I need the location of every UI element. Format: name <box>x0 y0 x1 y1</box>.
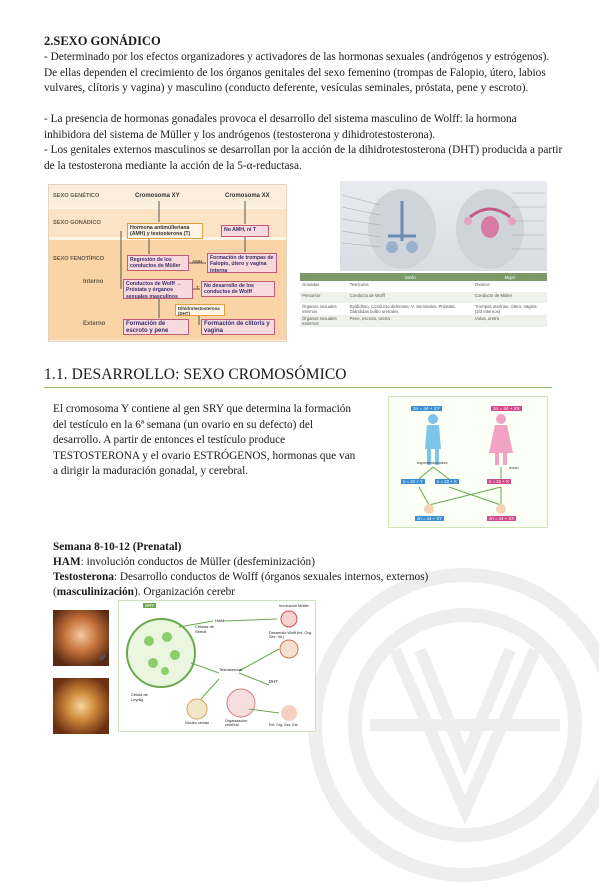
table-row: Órganos sexuales externos Pene, escroto,… <box>300 315 547 327</box>
label-leydig: Célula de Leydig <box>131 692 148 702</box>
label-nucleo-celular: Núcleo celular <box>185 721 210 725</box>
label-sexo-genetico: SEXO GENÉTICO <box>53 193 100 199</box>
table-header: Mujer <box>472 273 547 281</box>
box-no-amh: No AMH, ni T <box>221 225 269 237</box>
table-header: Varón <box>347 273 473 281</box>
embryo-photo-second <box>53 678 109 734</box>
table-cell: Órganos sexuales externos <box>300 315 348 327</box>
section-title-sexo-cromosomico: 1.1. DESARROLLO: SEXO CROMOSÓMICO <box>44 366 347 383</box>
label-gamete-x-female: n = 22 + X <box>487 479 511 484</box>
table-row: Precursor Conducto de Wolff Conducto de … <box>300 292 547 303</box>
comparison-table: Varón Mujer Gónadas Testículos Ovarios P… <box>300 273 547 327</box>
paragraph-dht: - Los genitales externos masculinos se d… <box>44 144 563 172</box>
table-cell: Conducto de Müller <box>472 292 547 303</box>
label-cromosoma-xx: Cromosoma XX <box>225 193 270 199</box>
male-symbol-icon: ♂ <box>98 651 107 665</box>
label-testosterona: Testosterona <box>219 667 242 672</box>
label-dht: DHT <box>269 679 279 684</box>
sex-determination-diagram: SEXO GENÉTICO SEXO GONÁDICO SEXO FENOTÍP… <box>48 184 287 342</box>
box-formacion-trompas: Formación de trompas de Falopio, útero y… <box>207 253 277 274</box>
semana-ham-line: HAM: involución conductos de Müller (des… <box>53 555 315 570</box>
label-espermatozoides: espermatozoides <box>417 460 448 465</box>
section-title-sexo-gonadico: 2.SEXO GONÁDICO <box>44 34 161 48</box>
table-header <box>300 273 348 281</box>
anatomy-comparison-figure: Varón Mujer Gónadas Testículos Ovarios P… <box>300 181 547 343</box>
hormonal-pathway-diagram: SRY Células de Sertoli HAM Involución Mü… <box>118 600 316 732</box>
pathway-drawing <box>126 610 299 721</box>
table-cell: Conducto de Wolff <box>347 292 473 303</box>
testosterona-text: : Desarrollo conductos de Wolff (órganos… <box>113 571 429 583</box>
label-gamete-y: n = 22 + Y <box>401 479 425 484</box>
label-sexo-fenotipico: SEXO FENOTÍPICO <box>53 256 105 262</box>
box-conductos-wolff: Conductos de Wolff → Próstata y órganos … <box>123 279 193 300</box>
label-male-chromosomes: 2n = 44 + XY <box>411 406 442 411</box>
table-cell: Precursor <box>300 292 348 303</box>
table-cell: Vulva, uretra <box>472 315 547 327</box>
section-divider <box>44 387 552 388</box>
table-cell: Epidídimo, Conducto deferente, V. Semina… <box>349 304 456 314</box>
label-t: T <box>196 285 199 290</box>
label-sexo-gonadico: SEXO GONÁDICO <box>53 220 101 226</box>
label-gamete-x-male: n = 22 + X <box>435 479 459 484</box>
box-dht: Dihidrotestosterona (DHT) <box>175 304 225 316</box>
paragraph-hormonas: - Determinado por los efectos organizado… <box>44 51 550 95</box>
label-child-female: 2n = 44 + XX <box>487 516 517 521</box>
label-ovulo: óvulo <box>509 465 519 470</box>
university-seal-watermark <box>308 568 599 882</box>
box-formacion-clitoris: Formación de clítoris y vagina <box>201 319 275 335</box>
table-row: Gónadas Testículos Ovarios <box>300 281 547 292</box>
label-child-male: 2n = 44 + XY <box>415 516 445 521</box>
semana-testosterona-line: Testosterona: Desarrollo conductos de Wo… <box>53 570 533 585</box>
box-formacion-escroto: Formación de escroto y pene <box>123 319 189 335</box>
paragraph-sry: El cromosoma Y contiene al gen SRY que d… <box>53 403 356 478</box>
ham-text: : involución conductos de Müller (desfem… <box>80 556 315 568</box>
masculinizacion-open: ( <box>53 586 57 598</box>
semana-title: Semana 8-10-12 (Prenatal) <box>53 541 182 553</box>
anatomy-drawing <box>341 189 545 269</box>
box-ham-testosterona: Hormona antimülleriana (AMH) y testoster… <box>127 223 203 239</box>
ham-label: HAM <box>53 556 81 568</box>
inheritance-drawing <box>418 414 513 514</box>
label-involucion-muller: Involución Müller <box>279 603 310 608</box>
table-cell: Pene, escroto, uretra <box>347 315 473 327</box>
label-organizacion-cerebral: Organización cerebral <box>225 719 248 728</box>
label-sry: SRY <box>143 603 157 608</box>
label-desarrollo-wolff: Desarrollo Wolff (Int. Org. Sex. Int.) <box>269 631 312 640</box>
box-no-wolff: No desarrollo de los conductos de Wolff <box>201 281 275 297</box>
label-interno: Interno <box>83 279 104 285</box>
embryo-photo-male: ♂ <box>53 610 109 666</box>
masculinizacion-text: ). Organización cerebr <box>133 586 236 598</box>
label-org-sex-ext: Ext. Org. Sex. Ext. <box>269 723 299 727</box>
table-cell: Gónadas <box>302 282 320 287</box>
label-ham: HAM <box>215 618 224 623</box>
masculinizacion-label: masculinización <box>56 586 134 598</box>
label-externo: Externo <box>83 321 106 327</box>
anatomy-illustration <box>340 181 547 271</box>
label-female-chromosomes: 2n = 44 + XX <box>491 406 522 411</box>
label-amh: AMH <box>192 259 203 264</box>
testosterona-label: Testosterona <box>53 571 114 583</box>
semana-masculinizacion-line: (masculinización). Organización cerebr <box>53 585 235 600</box>
label-sertoli: Células de Sertoli <box>195 624 214 634</box>
table-cell: Ovarios <box>474 282 490 287</box>
table-cell: Testículos <box>349 282 369 287</box>
table-cell: Trompas uterinas, Útero, Vagina (2/3 int… <box>474 304 537 314</box>
paragraph-wolff: - La presencia de hormonas gonadales pro… <box>44 113 517 141</box>
chromosome-inheritance-diagram: 2n = 44 + XY 2n = 44 + XX espermatozoide… <box>388 396 548 528</box>
label-cromosoma-xy: Cromosoma XY <box>135 193 180 199</box>
diagram-arrows <box>120 201 246 325</box>
box-regresion-muller: Regresión de los conductos de Müller <box>127 255 189 271</box>
table-row: Órganos sexuales internos Epidídimo, Con… <box>300 303 547 315</box>
table-cell: Órganos sexuales internos <box>302 304 337 314</box>
